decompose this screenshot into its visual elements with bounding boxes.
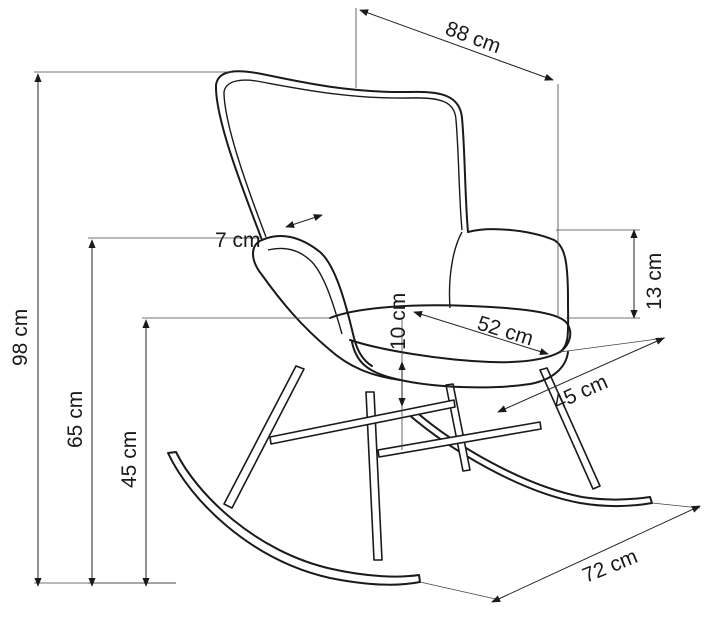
label-seat-depth: 45 cm (550, 370, 612, 414)
dim-line-72 (491, 505, 701, 603)
left-arm-front (252, 239, 401, 381)
seat-cushion-top (329, 304, 572, 353)
label-height-arm: 65 cm (64, 391, 87, 448)
label-seat-width: 52 cm (475, 312, 536, 351)
crossbar-front (269, 399, 456, 445)
label-height-seat: 45 cm (118, 431, 141, 488)
dim-line-45-depth (497, 337, 665, 413)
label-arm-height: 13 cm (643, 253, 666, 310)
dimension-lines (34, 9, 701, 603)
label-arm-width: 7 cm (215, 229, 261, 252)
dim-line-88 (359, 9, 554, 81)
left-armrest-inner (267, 247, 343, 335)
label-seat-thickness: 10 cm (387, 293, 410, 350)
rocking-chair-drawing (167, 70, 653, 586)
crossbar-back (377, 421, 542, 458)
left-rocker (167, 451, 421, 586)
left-armrest (261, 235, 373, 367)
backrest-inner-seam (223, 79, 463, 238)
right-armrest-inner (448, 231, 463, 309)
right-armrest (467, 228, 570, 353)
front-middle-leg (365, 391, 383, 561)
dim-line-7 (285, 214, 323, 228)
label-rocker-length: 72 cm (579, 545, 641, 588)
label-height-total: 98 cm (9, 309, 32, 366)
back-middle-leg (445, 383, 471, 472)
front-left-leg (223, 365, 305, 509)
backrest (214, 70, 469, 241)
right-rocker (407, 409, 653, 508)
label-depth: 88 cm (442, 17, 504, 58)
